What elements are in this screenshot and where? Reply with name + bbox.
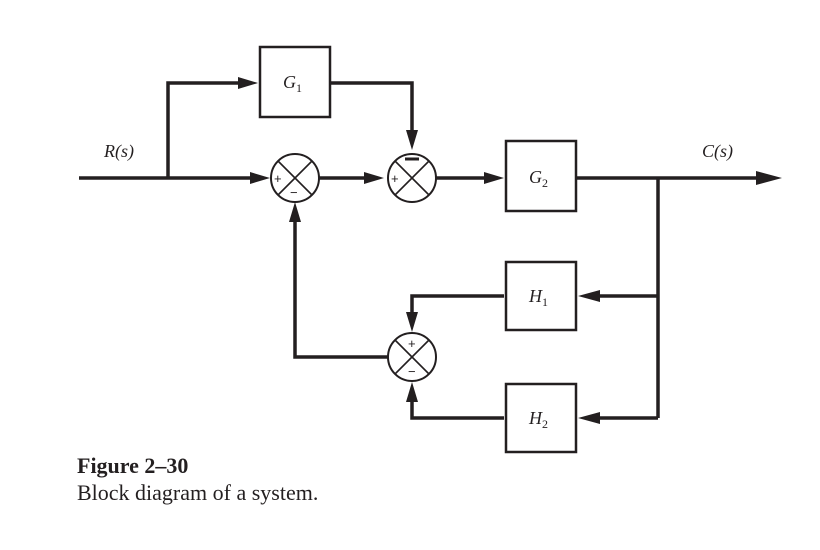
g1-symbol: G xyxy=(283,72,296,92)
sj1-plus-sign: + xyxy=(274,171,282,186)
h2-to-sj3-line xyxy=(410,398,504,420)
sj3-plus-sign: + xyxy=(408,336,416,351)
g2-symbol: G xyxy=(529,167,542,187)
sj1-minus-sign: − xyxy=(290,185,298,200)
arrow-into-sj3-bottom xyxy=(406,382,418,402)
arrow-into-sj1-bottom xyxy=(289,202,301,222)
output-signal-label: C(s) xyxy=(702,141,733,162)
h1-subscript: 1 xyxy=(542,295,548,309)
input-signal-label: R(s) xyxy=(103,141,134,162)
g1-to-sj2-line xyxy=(330,81,414,138)
arrow-into-g1 xyxy=(238,77,258,89)
sj2-plus-sign: + xyxy=(391,171,399,186)
arrow-into-sj3-top xyxy=(406,312,418,332)
summing-junction-1: + − xyxy=(270,153,320,203)
summing-junction-3: + − xyxy=(387,332,437,382)
svg-text:G1: G1 xyxy=(283,72,302,95)
g1-subscript: 1 xyxy=(296,81,302,95)
block-g1: G1 xyxy=(258,45,332,119)
svg-text:H1: H1 xyxy=(528,286,548,309)
arrow-into-g2 xyxy=(484,172,504,184)
h1-to-sj3-line xyxy=(410,294,504,318)
branch-to-g1-line xyxy=(166,81,246,178)
h2-subscript: 2 xyxy=(542,417,548,431)
h2-symbol: H xyxy=(528,408,543,428)
block-g2: G2 xyxy=(504,139,578,213)
output-arrow xyxy=(756,171,782,185)
svg-text:G2: G2 xyxy=(529,167,548,190)
g2-subscript: 2 xyxy=(542,176,548,190)
arrow-into-h2 xyxy=(578,412,600,424)
figure-caption: Figure 2–30 Block diagram of a system. xyxy=(77,452,318,506)
sj3-to-sj1-line xyxy=(293,222,388,359)
block-h2: H2 xyxy=(504,382,578,454)
h1-symbol: H xyxy=(528,286,543,306)
figure-title: Figure 2–30 xyxy=(77,453,189,478)
figure-description: Block diagram of a system. xyxy=(77,480,319,505)
summing-junction-2: + xyxy=(387,153,437,203)
arrow-into-sj2 xyxy=(364,172,384,184)
arrow-into-sj1 xyxy=(250,172,270,184)
svg-text:H2: H2 xyxy=(528,408,548,431)
arrow-into-sj2-top xyxy=(406,130,418,150)
arrow-into-h1 xyxy=(578,290,600,302)
sj3-minus-sign: − xyxy=(408,364,416,379)
block-h1: H1 xyxy=(504,260,578,332)
